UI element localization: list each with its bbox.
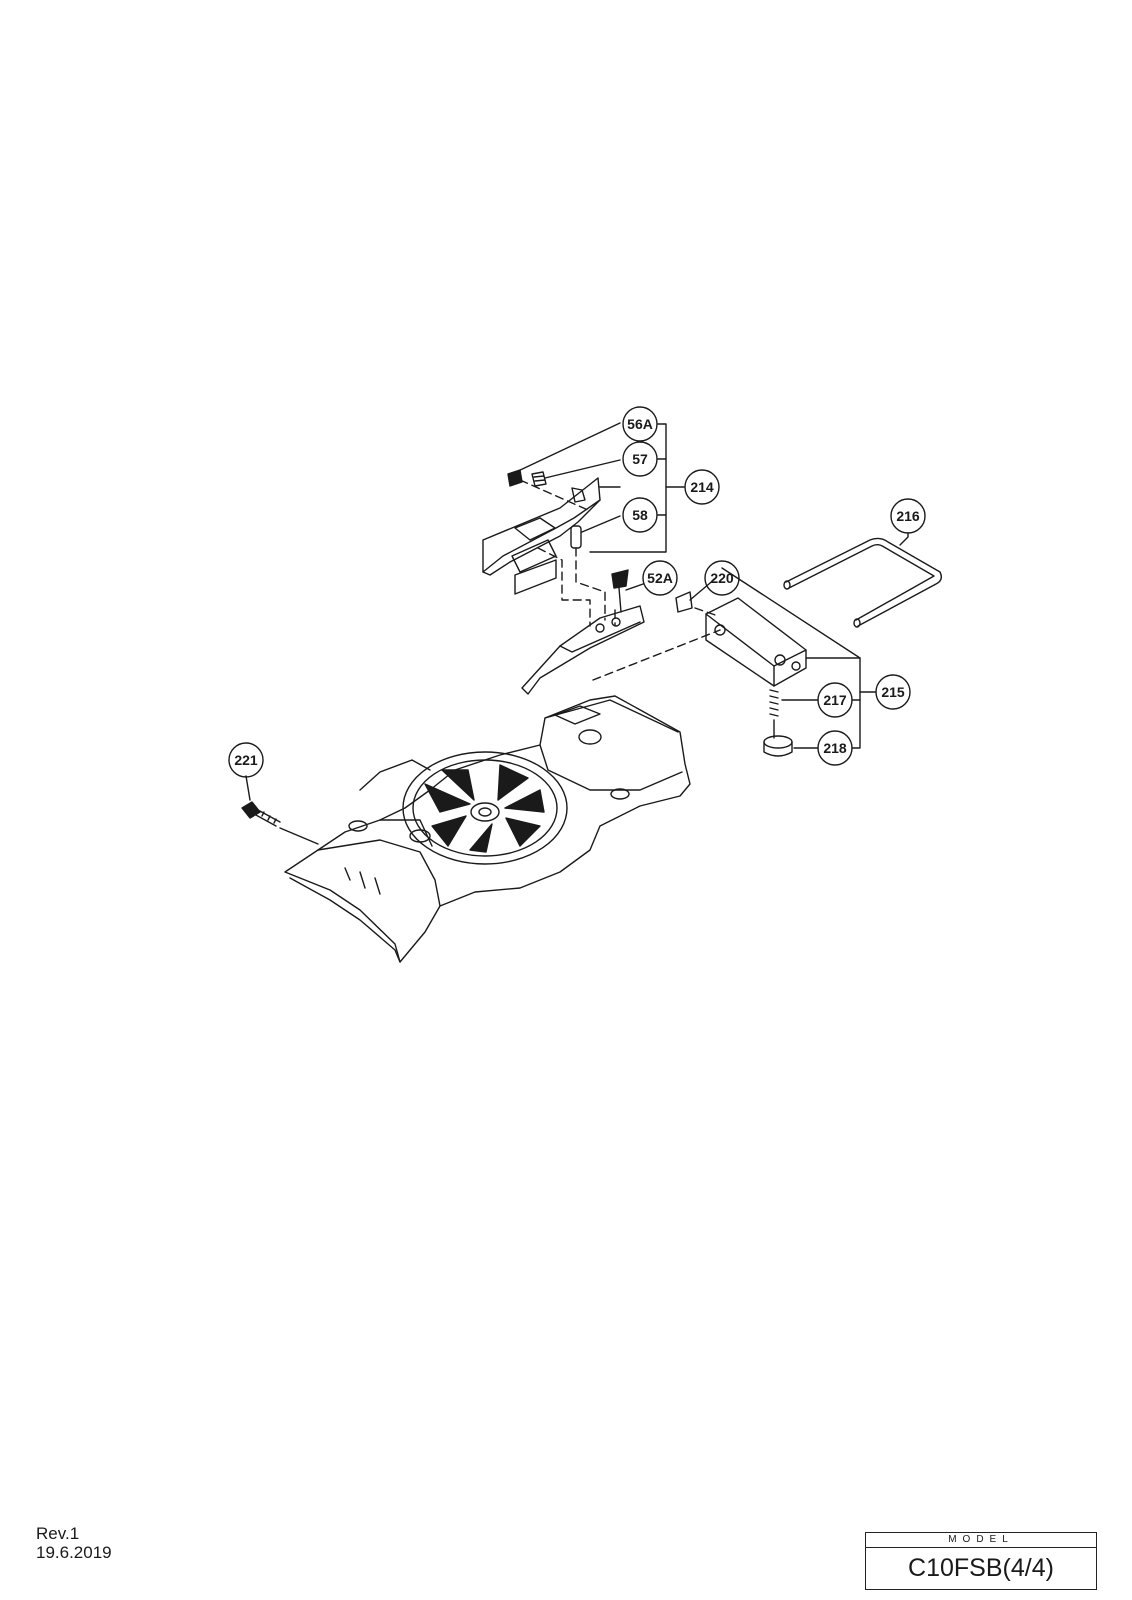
pin-58	[570, 525, 582, 549]
callout-56a-label: 56A	[627, 416, 653, 432]
callout-218: 218	[817, 730, 853, 766]
revision-text: Rev.1	[36, 1524, 80, 1543]
revision-date: 19.6.2019	[36, 1543, 112, 1562]
callout-221: 221	[228, 742, 264, 778]
callout-216: 216	[890, 498, 926, 534]
turntable	[402, 751, 568, 865]
fence-52a	[521, 569, 645, 695]
callout-52a: 52A	[642, 560, 678, 596]
screw-57	[531, 471, 547, 487]
callout-215: 215	[875, 674, 911, 710]
callout-214-label: 214	[690, 479, 714, 495]
callout-56a: 56A	[622, 406, 658, 442]
callout-214: 214	[684, 469, 720, 505]
callout-57-label: 57	[632, 451, 648, 467]
callout-217-label: 217	[823, 692, 847, 708]
callout-58-label: 58	[632, 507, 648, 523]
callout-216-label: 216	[896, 508, 920, 524]
callout-57: 57	[622, 441, 658, 477]
callout-217: 217	[817, 682, 853, 718]
spring-217	[769, 689, 779, 739]
callout-220: 220	[704, 560, 740, 596]
callout-52a-label: 52A	[647, 570, 673, 586]
model-box: MODEL C10FSB(4/4)	[865, 1532, 1097, 1590]
stop-rod-216	[783, 537, 943, 628]
callout-220-label: 220	[710, 570, 734, 586]
leader-lines	[245, 422, 909, 845]
knob-218	[763, 735, 793, 757]
callout-215-label: 215	[881, 684, 905, 700]
knob-56a	[507, 469, 523, 487]
callout-221-label: 221	[234, 752, 258, 768]
callout-218-label: 218	[823, 740, 847, 756]
stop-block-215	[675, 591, 807, 687]
base-assembly	[284, 695, 691, 963]
callout-58: 58	[622, 497, 658, 533]
revision-block: Rev.1 19.6.2019	[36, 1524, 112, 1562]
fence-bracket	[482, 477, 601, 595]
bolt-221	[241, 801, 281, 827]
model-value: C10FSB(4/4)	[908, 1554, 1054, 1582]
model-label: MODEL	[866, 1533, 1096, 1548]
callouts: 56A 57 214 58 216 52A	[228, 406, 926, 778]
